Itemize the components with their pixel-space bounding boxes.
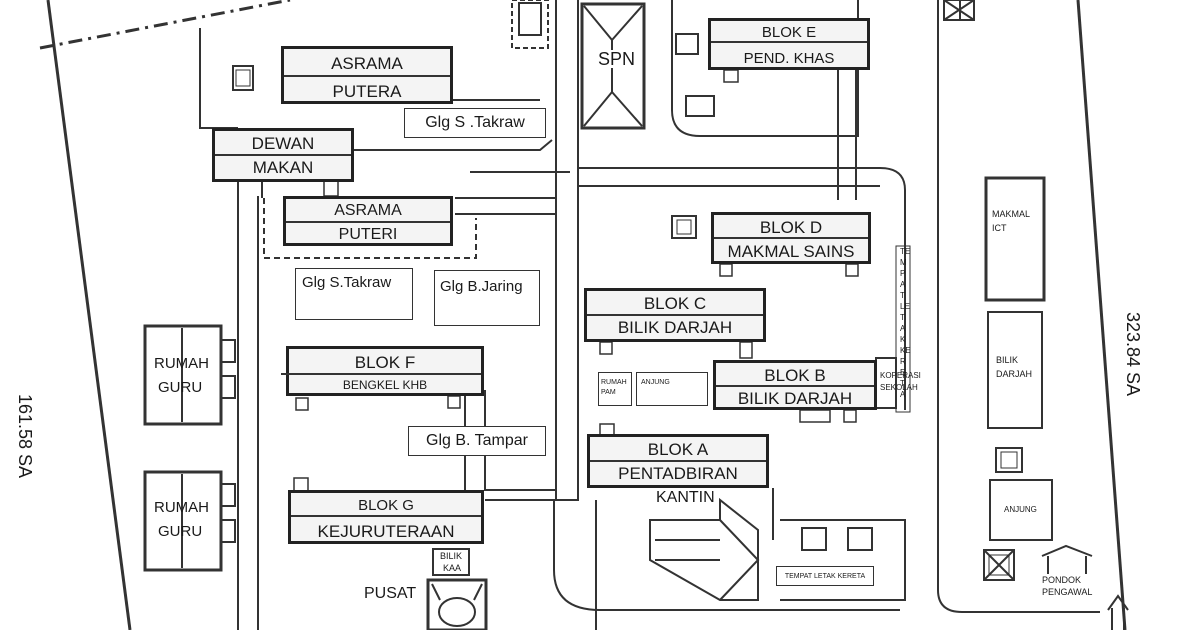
asrama-puteri-line2: PUTERI bbox=[338, 226, 398, 243]
court-bola-jaring: Glg B.Jaring bbox=[434, 270, 540, 326]
dewan-makan-line2: MAKAN bbox=[252, 158, 314, 177]
asrama-putera-line2: PUTERA bbox=[332, 82, 402, 101]
blok-f-subtitle: BENGKEL KHB bbox=[342, 378, 428, 392]
anjung-small: ANJUNG bbox=[636, 372, 708, 406]
asrama-puteri-line1: ASRAMA bbox=[334, 202, 402, 219]
block-blok-c: BLOK C BILIK DARJAH bbox=[584, 288, 766, 342]
label-pusat: PUSAT bbox=[364, 585, 417, 602]
label-makmal-ict-1: MAKMAL bbox=[992, 209, 1031, 219]
label-anjung-right: ANJUNG bbox=[1004, 505, 1037, 514]
label-bearing-left: 161.58 SA bbox=[15, 394, 35, 479]
right-boundary-line bbox=[1076, 0, 1127, 630]
blok-a-subtitle: PENTADBIRAN bbox=[618, 464, 738, 483]
blok-d-title: BLOK D bbox=[759, 218, 823, 237]
label-kantin: KANTIN bbox=[656, 489, 715, 506]
label-rumah-guru-2a: RUMAH bbox=[154, 499, 209, 516]
label-rumah-guru-1b: GURU bbox=[158, 379, 203, 396]
label-bilik-darjah-right-2: DARJAH bbox=[996, 369, 1033, 379]
blok-c-title: BLOK C bbox=[643, 294, 707, 313]
label-pondok-pengawal-1: PONDOK bbox=[1042, 575, 1082, 585]
block-dewan-makan: DEWAN MAKAN bbox=[212, 128, 354, 182]
blok-e-title: BLOK E bbox=[761, 24, 817, 41]
bilik-kaa: BILIK KAA bbox=[432, 548, 470, 576]
blok-a-title: BLOK A bbox=[647, 440, 709, 459]
block-blok-b: BLOK B BILIK DARJAH bbox=[713, 360, 877, 410]
blok-f-title: BLOK F bbox=[354, 353, 416, 372]
blok-b-subtitle: BILIK DARJAH bbox=[737, 389, 853, 408]
tempat-letak-kereta: TEMPAT LETAK KERETA bbox=[776, 566, 874, 586]
blok-b-title: BLOK B bbox=[764, 366, 826, 385]
label-bearing-right: 323.84 SA bbox=[1123, 312, 1143, 397]
blok-c-subtitle: BILIK DARJAH bbox=[617, 318, 733, 337]
rumah-pam: RUMAH PAM bbox=[598, 372, 632, 406]
label-rumah-guru-2b: GURU bbox=[158, 523, 203, 540]
label-makmal-ict-2: ICT bbox=[992, 223, 1007, 233]
block-blok-d: BLOK D MAKMAL SAINS bbox=[711, 212, 871, 264]
vertical-letters: TE M P A T LE T A K KE R E T A bbox=[900, 247, 911, 399]
label-spn: SPN bbox=[596, 49, 638, 69]
blok-d-subtitle: MAKMAL SAINS bbox=[727, 242, 855, 261]
blok-g-subtitle: KEJURUTERAAN bbox=[317, 522, 455, 541]
label-rumah-guru-1a: RUMAH bbox=[154, 355, 209, 372]
asrama-putera-line1: ASRAMA bbox=[331, 54, 403, 73]
top-dashed-boundary bbox=[39, 0, 291, 50]
label-koperasi-2: SEKOLAH bbox=[880, 383, 918, 392]
blok-e-subtitle: PEND. KHAS bbox=[743, 50, 835, 67]
court-sepak-takraw-top: Glg S .Takraw bbox=[404, 108, 546, 138]
block-asrama-puteri: ASRAMA PUTERI bbox=[283, 196, 453, 246]
left-boundary-line bbox=[46, 0, 132, 630]
court-bola-tampar: Glg B. Tampar bbox=[408, 426, 546, 456]
block-asrama-putera: ASRAMA PUTERA bbox=[281, 46, 453, 104]
block-blok-a: BLOK A PENTADBIRAN bbox=[587, 434, 769, 488]
blok-g-title: BLOK G bbox=[358, 497, 414, 514]
block-blok-e: BLOK E PEND. KHAS bbox=[708, 18, 870, 70]
block-blok-f: BLOK F BENGKEL KHB bbox=[281, 346, 484, 396]
label-koperasi-1: KOPERASI bbox=[880, 371, 921, 380]
label-bilik-darjah-right-1: BILIK bbox=[996, 355, 1019, 365]
court-sepak-takraw: Glg S.Takraw bbox=[295, 268, 413, 320]
dewan-makan-line1: DEWAN bbox=[251, 134, 315, 153]
block-blok-g: BLOK G KEJURUTERAAN bbox=[288, 490, 484, 544]
label-pondok-pengawal-2: PENGAWAL bbox=[1042, 587, 1093, 597]
